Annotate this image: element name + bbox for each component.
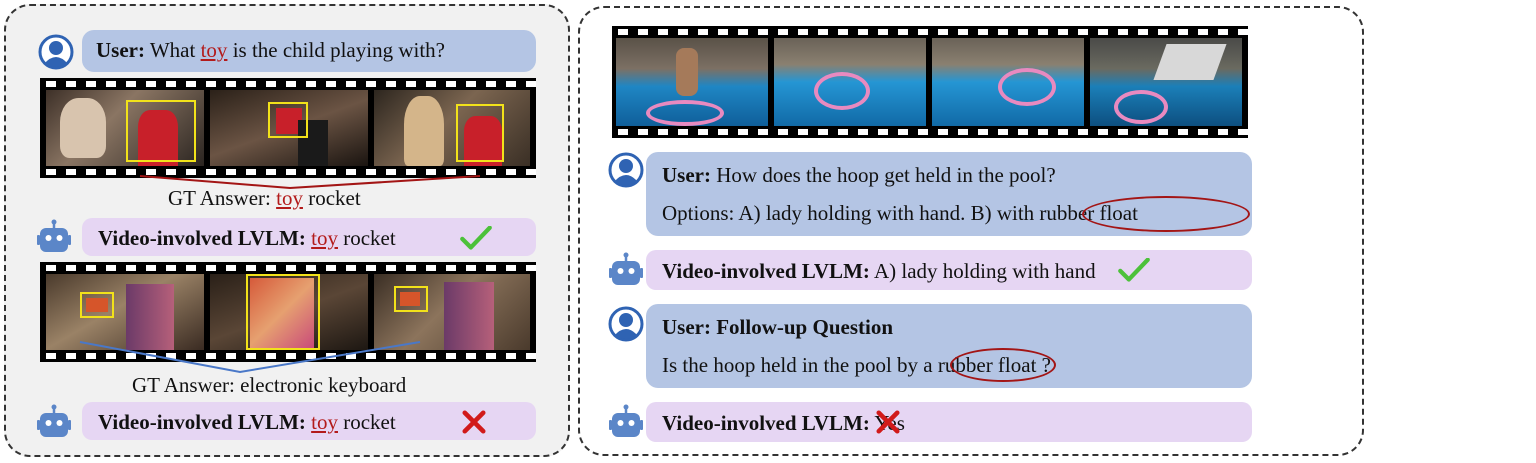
video-frame <box>616 38 768 126</box>
follow-up-question-bubble <box>646 304 1252 388</box>
highlight-ellipse <box>1082 196 1250 232</box>
video-filmstrip-2 <box>40 262 536 362</box>
video-frame <box>374 274 530 350</box>
video-frame <box>210 90 368 166</box>
highlight-ellipse <box>950 348 1056 382</box>
user-avatar-icon <box>608 152 644 188</box>
user-avatar-icon <box>38 34 74 70</box>
model-answer-text: Video-involved LVLM: Yes <box>662 411 905 435</box>
video-filmstrip-1 <box>40 78 536 178</box>
model-answer-text: Video-involved LVLM: toy rocket <box>98 410 396 434</box>
ground-truth-answer-1: GT Answer: toy rocket <box>168 186 361 210</box>
user-question-text: User: How does the hoop get held in the … <box>662 163 1056 187</box>
video-frame <box>374 90 530 166</box>
detection-box <box>246 274 320 350</box>
video-frame <box>46 274 204 350</box>
ground-truth-answer-2: GT Answer: electronic keyboard <box>132 373 407 397</box>
model-answer-bubble <box>82 402 536 440</box>
model-answer-bubble <box>646 402 1252 442</box>
video-frame <box>774 38 926 126</box>
video-frame <box>1090 38 1242 126</box>
detection-box <box>394 286 428 312</box>
checkmark-icon <box>460 226 492 250</box>
follow-up-label: User: Follow-up Question <box>662 315 893 339</box>
video-frame <box>932 38 1084 126</box>
cross-icon <box>876 410 900 434</box>
model-answer-text: Video-involved LVLM: toy rocket <box>98 226 396 250</box>
detection-box <box>126 100 196 162</box>
cross-icon <box>462 410 486 434</box>
frame-to-answer-connector <box>139 175 481 190</box>
model-answer-text: Video-involved LVLM: A) lady holding wit… <box>662 259 1096 283</box>
robot-icon <box>608 252 644 288</box>
detection-box <box>268 102 308 138</box>
robot-icon <box>36 404 72 440</box>
video-filmstrip-pool <box>612 26 1248 138</box>
checkmark-icon <box>1118 258 1150 282</box>
video-frame <box>210 274 368 350</box>
video-frame <box>46 90 204 166</box>
detection-box <box>456 104 504 162</box>
answer-options-text: Options: A) lady holding with hand. B) w… <box>662 201 1138 225</box>
robot-icon <box>36 219 72 255</box>
model-answer-bubble <box>646 250 1252 290</box>
user-avatar-icon <box>608 306 644 342</box>
detection-box <box>80 292 114 318</box>
user-question-bubble <box>82 30 536 72</box>
frame-to-answer-connector <box>79 341 421 374</box>
model-answer-bubble <box>82 218 536 256</box>
user-question-text: User: What toy is the child playing with… <box>96 38 445 62</box>
robot-icon <box>608 404 644 440</box>
